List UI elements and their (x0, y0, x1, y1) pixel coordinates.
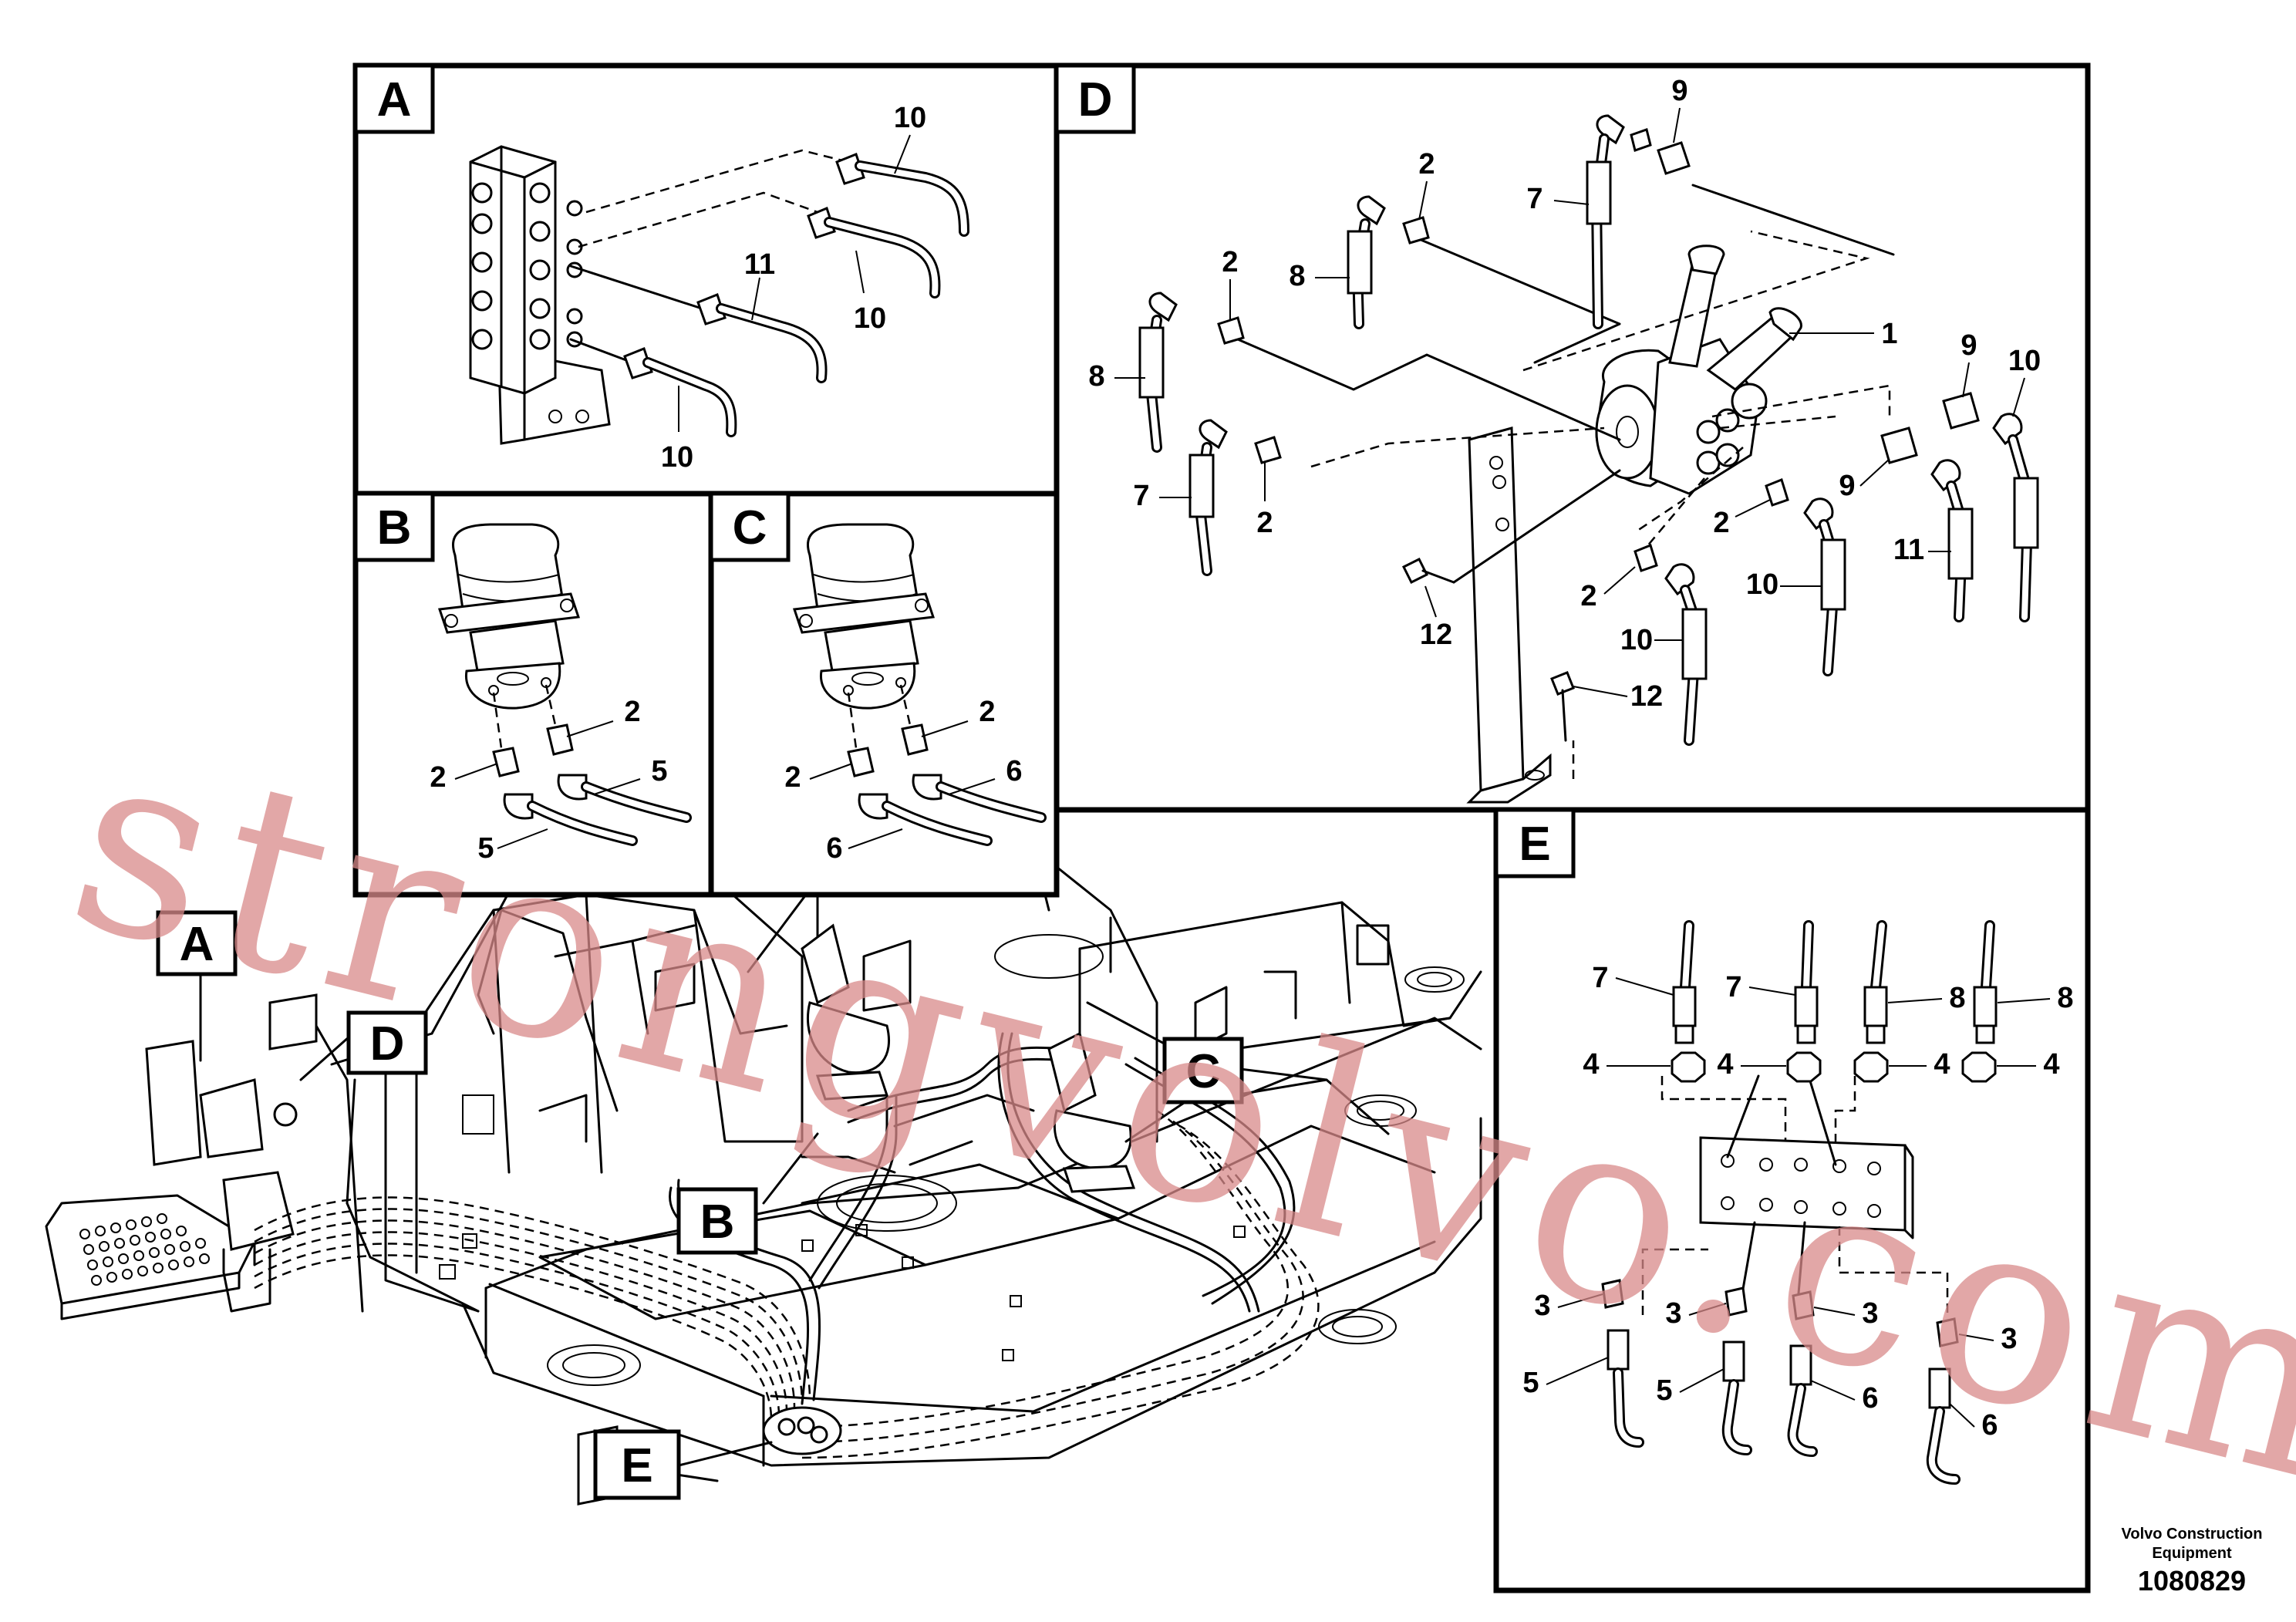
svg-text:D: D (370, 1017, 405, 1071)
panel-c: C 2 2 6 6 (708, 491, 1060, 898)
panel-a-hoses (623, 153, 969, 437)
svg-text:2: 2 (1713, 507, 1729, 539)
svg-text:6: 6 (826, 832, 842, 865)
panel-a: A (352, 62, 1060, 497)
svg-text:6: 6 (1006, 755, 1022, 787)
svg-text:3: 3 (1665, 1297, 1681, 1330)
svg-text:1: 1 (1881, 318, 1897, 350)
svg-text:8: 8 (2057, 982, 2073, 1014)
svg-text:6: 6 (1862, 1382, 1878, 1415)
svg-text:C: C (1186, 1045, 1221, 1098)
svg-text:10: 10 (1746, 568, 1778, 601)
panel-b-label: B (377, 501, 412, 555)
svg-text:7: 7 (1133, 480, 1149, 512)
panel-e-lower-hoses (1601, 1279, 1961, 1485)
panel-d-label: D (1078, 73, 1113, 126)
svg-text:10: 10 (661, 441, 693, 474)
svg-text:3: 3 (2001, 1323, 2017, 1355)
svg-text:2: 2 (1418, 148, 1435, 180)
svg-text:7: 7 (1526, 183, 1542, 215)
panel-d: D (1054, 62, 2091, 813)
svg-text:3: 3 (1534, 1290, 1550, 1322)
svg-text:9: 9 (1671, 75, 1687, 107)
svg-text:2: 2 (1222, 246, 1238, 278)
svg-text:B: B (700, 1195, 735, 1249)
svg-text:10: 10 (894, 102, 926, 134)
company-line-2: Equipment (2152, 1545, 2232, 1562)
footer: Volvo Construction Equipment 1080829 (2122, 1526, 2263, 1597)
drawing-number: 1080829 (2138, 1565, 2246, 1597)
svg-text:2: 2 (784, 761, 801, 794)
panel-e-label: E (1519, 818, 1550, 871)
svg-text:5: 5 (651, 755, 667, 787)
svg-text:E: E (621, 1439, 652, 1492)
panel-e: E (1493, 807, 2091, 1593)
panel-d-hoses (1138, 114, 2039, 746)
overview-tag-e: E (593, 1429, 681, 1500)
svg-text:5: 5 (1522, 1367, 1539, 1399)
svg-text:10: 10 (2008, 345, 2041, 377)
svg-text:8: 8 (1949, 982, 1965, 1014)
svg-text:11: 11 (744, 248, 775, 281)
overview-drawing (45, 789, 1482, 1506)
svg-text:2: 2 (1580, 580, 1596, 612)
svg-text:9: 9 (1839, 470, 1855, 502)
svg-text:4: 4 (1717, 1048, 1733, 1081)
svg-text:11: 11 (1893, 534, 1924, 566)
svg-text:12: 12 (1420, 619, 1452, 651)
svg-text:6: 6 (1981, 1409, 1998, 1442)
svg-text:10: 10 (1620, 624, 1653, 656)
svg-text:8: 8 (1088, 360, 1104, 393)
svg-text:8: 8 (1289, 260, 1305, 292)
overview-tag-c: C (1162, 1037, 1244, 1104)
panel-e-upper-hoses (1671, 920, 1998, 1083)
panel-c-label: C (733, 501, 767, 555)
svg-text:3: 3 (1862, 1297, 1878, 1330)
svg-text:4: 4 (1583, 1048, 1599, 1081)
company-line-1: Volvo Construction (2122, 1526, 2263, 1543)
svg-text:A: A (180, 918, 214, 971)
overview-tag-b: B (676, 1187, 758, 1255)
svg-text:7: 7 (1592, 962, 1608, 994)
svg-text:7: 7 (1725, 971, 1741, 1003)
step-plate-holes (79, 1213, 210, 1286)
svg-text:10: 10 (854, 302, 886, 335)
overview-tag-a: A (156, 910, 238, 976)
svg-text:9: 9 (1961, 329, 1977, 362)
svg-text:2: 2 (979, 696, 995, 728)
panel-b: B 2 2 5 5 (352, 491, 714, 898)
svg-text:2: 2 (430, 761, 446, 794)
svg-text:12: 12 (1630, 680, 1663, 713)
svg-text:2: 2 (1256, 507, 1273, 539)
panel-a-label: A (377, 73, 412, 126)
svg-text:5: 5 (477, 832, 494, 865)
svg-text:4: 4 (2043, 1048, 2059, 1081)
svg-text:4: 4 (1934, 1048, 1950, 1081)
svg-text:2: 2 (624, 696, 640, 728)
svg-text:5: 5 (1656, 1374, 1672, 1407)
overview-tag-d: D (346, 1010, 428, 1075)
